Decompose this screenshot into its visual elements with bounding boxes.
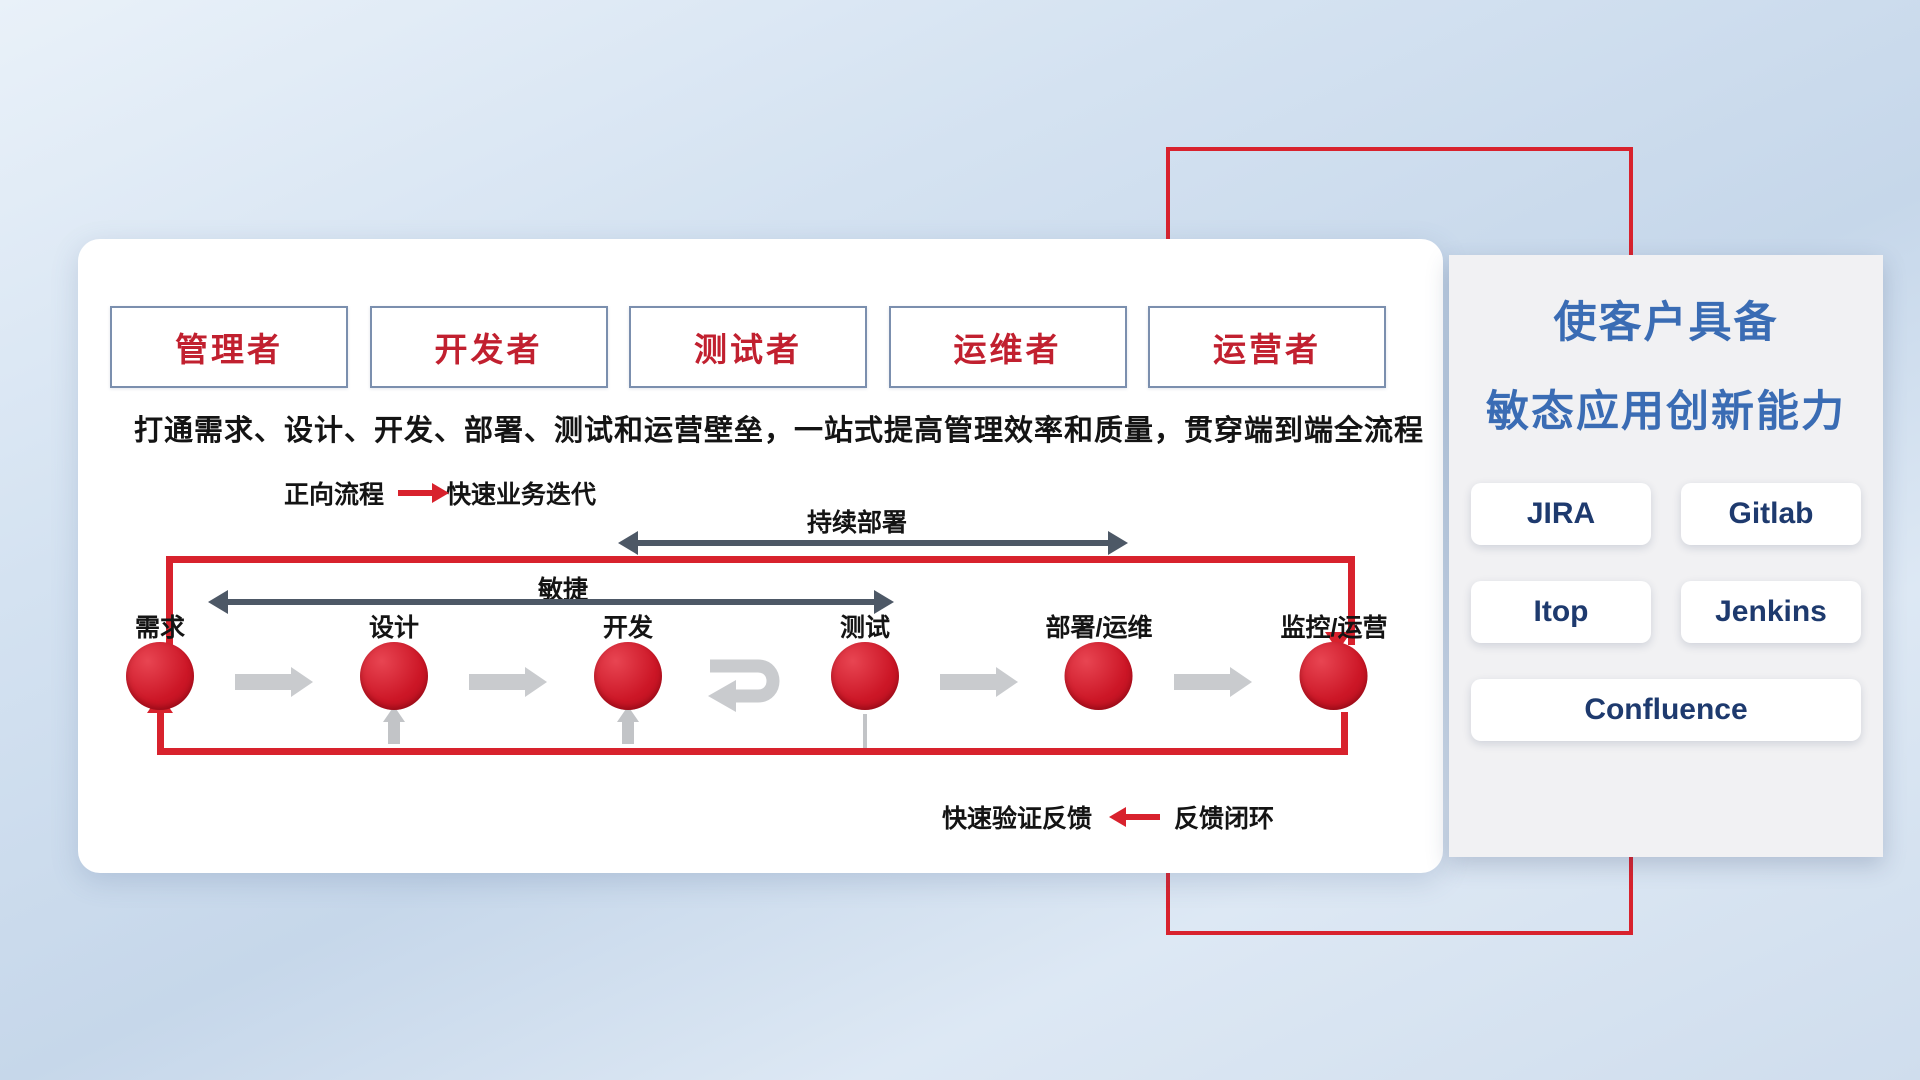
- role-label: 开发者: [434, 331, 543, 368]
- flow-step-monitor-operate: 监控/运营: [1280, 608, 1388, 710]
- tool-gitlab: Gitlab: [1681, 483, 1861, 546]
- feedback-arrow-icon: [1126, 814, 1161, 820]
- up-arrow-icon: [617, 706, 639, 722]
- role-label: 运维者: [953, 331, 1062, 368]
- step-circle: [1064, 642, 1133, 710]
- flow-arrow-icon: [940, 674, 996, 690]
- step-circle: [1299, 642, 1368, 710]
- tool-confluence: Confluence: [1471, 679, 1861, 742]
- feedback-legend-label: 反馈闭环: [1174, 805, 1275, 833]
- role-box-manager: 管理者: [110, 306, 348, 388]
- role-label: 管理者: [175, 331, 283, 368]
- agile-double-arrow-icon: [228, 599, 874, 605]
- forward-legend-label: 正向流程: [284, 481, 385, 509]
- step-label: 监控/运营: [1280, 614, 1388, 642]
- step-label: 设计: [368, 614, 419, 642]
- devops-flow-card: 管理者 开发者 测试者 运维者 运营者 打通需求、设计、开发、部署、测试和运营壁…: [78, 239, 1443, 873]
- connector-line: [863, 714, 867, 748]
- step-circle: [360, 642, 428, 710]
- iteration-uturn-icon: [708, 659, 780, 712]
- feedback-legend-value: 快速验证反馈: [942, 805, 1093, 833]
- flow-step-requirements: 需求: [126, 608, 194, 710]
- tool-jira: JIRA: [1471, 483, 1651, 546]
- flow-step-test: 测试: [831, 608, 899, 710]
- flow-arrow-icon: [1174, 674, 1230, 690]
- feedback-loop-line: [157, 712, 1348, 755]
- forward-loop-line: [166, 556, 1355, 645]
- feedback-legend: 快速验证反馈 反馈闭环: [942, 799, 1274, 835]
- capability-panel: 使客户具备 敏态应用创新能力 JIRA Gitlab Itop Jenkins …: [1449, 255, 1883, 857]
- capability-title-line1: 使客户具备: [1553, 299, 1779, 347]
- continuous-deploy-double-arrow-icon: [638, 540, 1108, 546]
- step-label: 测试: [839, 614, 890, 642]
- flow-step-design: 设计: [360, 608, 428, 710]
- tool-itop: Itop: [1471, 581, 1651, 644]
- step-label: 需求: [134, 614, 185, 642]
- up-arrow-icon: [383, 706, 405, 722]
- forward-legend: 正向流程 快速业务迭代: [284, 475, 596, 511]
- flow-step-develop: 开发: [594, 608, 662, 710]
- step-label: 部署/运维: [1045, 614, 1153, 642]
- role-label: 运营者: [1213, 331, 1321, 368]
- role-box-operator: 运营者: [1148, 306, 1386, 388]
- roles-row: 管理者 开发者 测试者 运维者 运营者: [110, 306, 1386, 388]
- forward-arrow-icon: [398, 490, 433, 496]
- role-box-ops: 运维者: [888, 306, 1127, 388]
- up-arrow-icon: [622, 722, 634, 744]
- flow-arrow-icon: [469, 674, 525, 690]
- role-box-tester: 测试者: [629, 306, 867, 388]
- headline: 打通需求、设计、开发、部署、测试和运营壁垒，一站式提高管理效率和质量，贯穿端到端…: [134, 415, 1425, 447]
- role-label: 测试者: [694, 331, 802, 368]
- step-circle: [594, 642, 662, 710]
- step-circle: [126, 642, 194, 710]
- continuous-deploy-caption: 持续部署: [806, 509, 908, 537]
- tool-jenkins: Jenkins: [1681, 581, 1861, 644]
- flow-arrow-icon: [235, 674, 291, 690]
- forward-legend-value: 快速业务迭代: [446, 481, 597, 509]
- step-label: 开发: [602, 614, 653, 642]
- step-circle: [831, 642, 899, 710]
- role-box-developer: 开发者: [369, 306, 608, 388]
- up-arrow-icon: [388, 722, 400, 744]
- capability-title-line2: 敏态应用创新能力: [1486, 388, 1846, 437]
- tools-grid: JIRA Gitlab Itop Jenkins Confluence: [1471, 483, 1861, 742]
- flow-step-deploy-ops: 部署/运维: [1045, 608, 1153, 710]
